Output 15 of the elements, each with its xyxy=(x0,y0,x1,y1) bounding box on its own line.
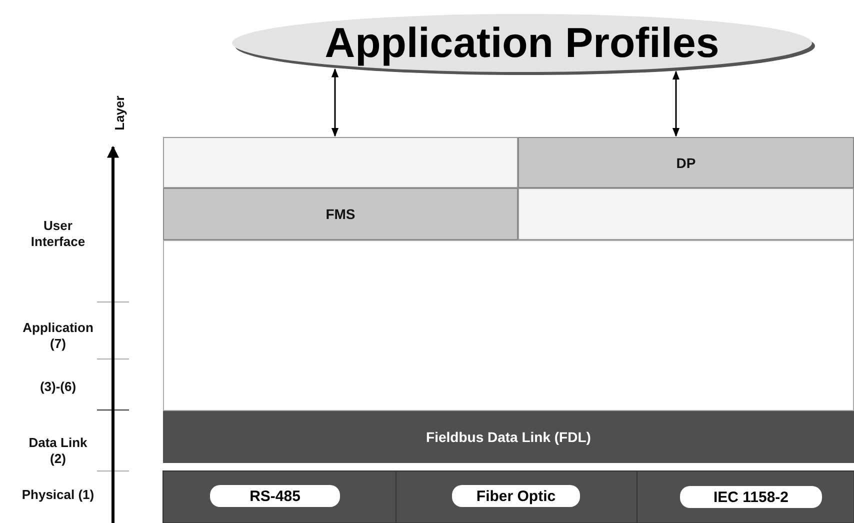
layer-name: (3)-(6) xyxy=(38,379,78,395)
data-link-band: Fieldbus Data Link (FDL) xyxy=(163,411,854,463)
medium-pill: IEC 1158-2 xyxy=(680,486,822,508)
protocol-cell: DP xyxy=(518,137,854,188)
layer-name: User Interface xyxy=(30,218,86,250)
layer-name: Physical (1) xyxy=(20,487,96,503)
medium-pill: RS-485 xyxy=(210,485,340,507)
double-arrow xyxy=(331,68,339,137)
double-arrow xyxy=(672,70,680,137)
layer-name: Data Link (2) xyxy=(28,435,88,467)
layer-area xyxy=(163,240,854,411)
medium-pill: Fiber Optic xyxy=(452,485,580,507)
protocol-cell: FMS xyxy=(163,188,518,240)
axis-title: Layer xyxy=(112,94,128,132)
layer-name: Application (7) xyxy=(22,320,94,352)
